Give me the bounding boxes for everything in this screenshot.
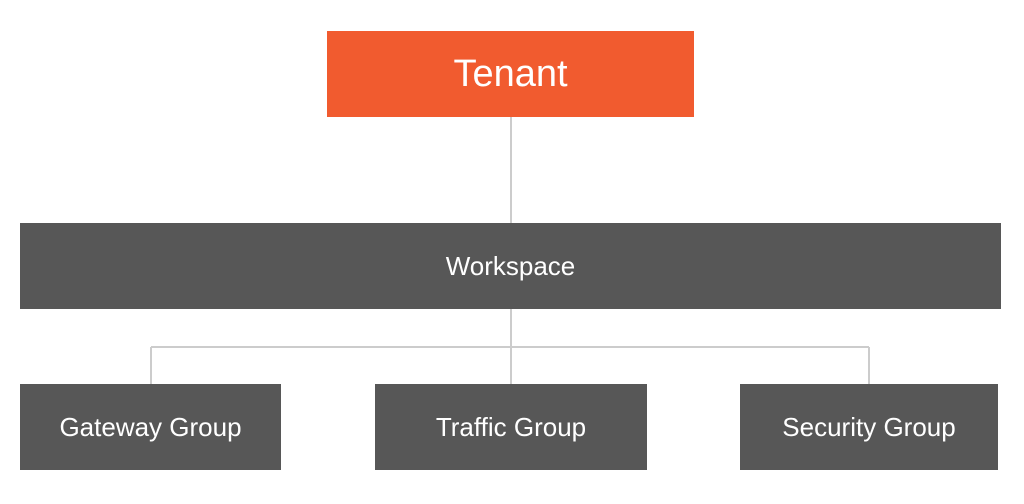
workspace-node: Workspace bbox=[20, 223, 1001, 309]
gateway-group-node: Gateway Group bbox=[20, 384, 281, 470]
security-group-label: Security Group bbox=[782, 411, 956, 442]
workspace-label: Workspace bbox=[445, 250, 576, 281]
gateway-group-label: Gateway Group bbox=[59, 411, 242, 442]
traffic-group-node: Traffic Group bbox=[375, 384, 647, 470]
security-group-node: Security Group bbox=[740, 384, 998, 470]
tenant-label: Tenant bbox=[453, 52, 568, 95]
traffic-group-label: Traffic Group bbox=[435, 411, 587, 442]
tenant-node: Tenant bbox=[327, 31, 694, 117]
